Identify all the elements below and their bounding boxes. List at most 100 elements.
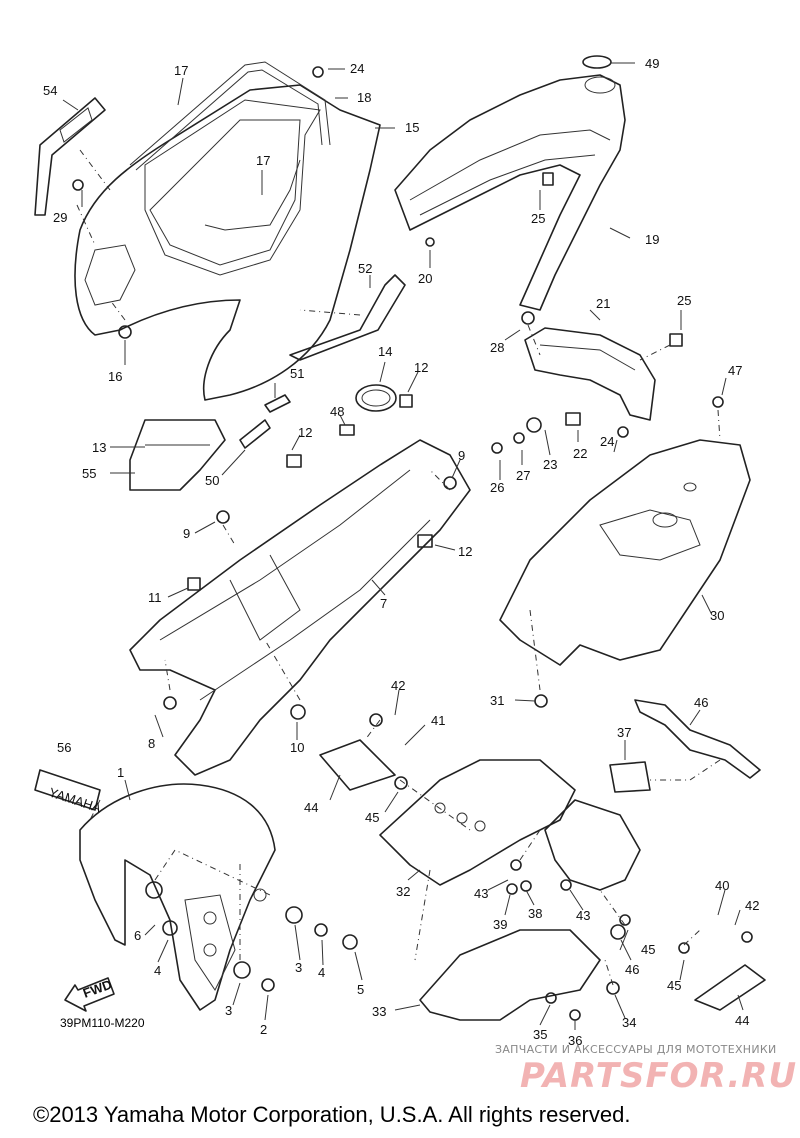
callout-54: 52: [358, 261, 372, 276]
callout-56: 55: [82, 466, 96, 481]
callout-35: 35: [533, 1027, 547, 1042]
part-1-front-fender: [79, 783, 276, 1011]
callout-53: 51: [290, 366, 304, 381]
callout-17-top: 17: [174, 63, 188, 78]
callout-42-right: 42: [745, 898, 759, 913]
callout-32: 32: [396, 884, 410, 899]
callout-27: 27: [516, 468, 530, 483]
callout-16: 16: [108, 369, 122, 384]
part-44-reflector-right: [694, 964, 766, 1011]
callout-3-right: 3: [295, 960, 302, 975]
callout-40: 40: [715, 878, 729, 893]
part-32-mud-flap: [379, 759, 576, 886]
part-15-side-cowl: [74, 84, 381, 401]
callout-39: 39: [493, 917, 507, 932]
part-57-yamaha-decal: YAMAHA: [34, 769, 103, 816]
part-44-plate-left: [319, 739, 396, 791]
part-33-rear-fender: [419, 799, 641, 1021]
callout-25-right: 25: [677, 293, 691, 308]
watermark-subtitle: ЗАПЧАСТИ И АКСЕССУАРЫ ДЛЯ МОТОТЕХНИКИ: [495, 1043, 777, 1056]
callout-49: 47: [728, 363, 742, 378]
callout-44-right: 44: [735, 1013, 749, 1028]
callout-43-left: 43: [474, 886, 488, 901]
callout-33: 33: [372, 1004, 386, 1019]
callout-23: 23: [543, 457, 557, 472]
callout-29: 29: [53, 210, 67, 225]
callout-41: 41: [431, 713, 445, 728]
callout-48: 46: [625, 962, 639, 977]
callout-24-top: 24: [350, 61, 364, 76]
callout-45-right: 45: [667, 978, 681, 993]
callout-47: 45: [641, 942, 655, 957]
callout-leaders: [62, 62, 744, 1030]
callout-3-left: 3: [225, 1003, 232, 1018]
callout-31: 31: [490, 693, 504, 708]
callout-36: 36: [568, 1033, 582, 1048]
diagram-reference-code: 39PM110-M220: [60, 1016, 145, 1030]
callout-10: 10: [290, 740, 304, 755]
part-21-bracket: [524, 327, 656, 421]
callout-42-left: 42: [391, 678, 405, 693]
callout-45-left: 45: [365, 810, 379, 825]
watermark-logo: PARTSFOR.RU: [520, 1056, 798, 1096]
callout-12-top: 12: [414, 360, 428, 375]
hardware: [72, 66, 753, 1021]
callout-1: 1: [117, 765, 124, 780]
part-17-trim: [129, 61, 331, 231]
callout-12-low: 12: [458, 544, 472, 559]
callout-12-mid: 12: [298, 425, 312, 440]
callout-21: 21: [596, 296, 610, 311]
callout-20: 20: [418, 271, 432, 286]
callout-38: 38: [528, 906, 542, 921]
callout-4-left: 4: [154, 963, 161, 978]
callout-17-mid: 17: [256, 153, 270, 168]
callout-37: 37: [617, 725, 631, 740]
callout-34: 34: [622, 1015, 636, 1030]
copyright-notice: ©2013 Yamaha Motor Corporation, U.S.A. A…: [33, 1102, 631, 1127]
callout-11: 11: [148, 590, 162, 605]
callout-2: 2: [260, 1022, 267, 1037]
callout-15: 15: [405, 120, 419, 135]
callout-26: 26: [490, 480, 504, 495]
callout-4-right: 4: [318, 965, 325, 980]
callout-numbers: 54 17 24 18 15 17 49 19 25 20 29 16 52 2…: [43, 56, 759, 1048]
callout-9-right: 9: [458, 448, 465, 463]
callout-19: 19: [645, 232, 659, 247]
callout-7: 7: [380, 596, 387, 611]
callout-57: 56: [57, 740, 71, 755]
callout-6: 6: [134, 928, 141, 943]
part-55-decal: [34, 97, 106, 216]
part-19-tail-cowl: [394, 74, 626, 311]
callout-25-top: 25: [531, 211, 545, 226]
guide-lines: [76, 149, 721, 986]
part-51-cap: [582, 55, 612, 69]
callout-44-left: 44: [304, 800, 318, 815]
part-14-ring: [355, 384, 397, 412]
part-52-53-strips: [239, 394, 291, 449]
yamaha-decal-text: YAMAHA: [47, 785, 103, 816]
callout-50: 48: [330, 404, 344, 419]
fwd-arrow: FWD: [64, 977, 115, 1012]
callout-13: 13: [92, 440, 106, 455]
callout-8: 8: [148, 736, 155, 751]
callout-46: 46: [694, 695, 708, 710]
callout-52: 50: [205, 473, 219, 488]
callout-9-left: 9: [183, 526, 190, 541]
part-30-inner-fender: [499, 439, 751, 666]
part-37-reflector: [609, 761, 651, 793]
fwd-label: FWD: [81, 977, 114, 1001]
part-7-rear-frame: [129, 439, 471, 776]
callout-28: 28: [490, 340, 504, 355]
part-46-bracket: [634, 699, 761, 779]
callout-22: 22: [573, 446, 587, 461]
part-13-strap: [129, 419, 226, 491]
callout-30: 30: [710, 608, 724, 623]
callout-5: 5: [357, 982, 364, 997]
callout-14: 14: [378, 344, 392, 359]
callout-55: 54: [43, 83, 57, 98]
callout-43-right: 43: [576, 908, 590, 923]
callout-51: 49: [645, 56, 659, 71]
callout-18: 18: [357, 90, 371, 105]
part-54-decal: [289, 274, 406, 361]
